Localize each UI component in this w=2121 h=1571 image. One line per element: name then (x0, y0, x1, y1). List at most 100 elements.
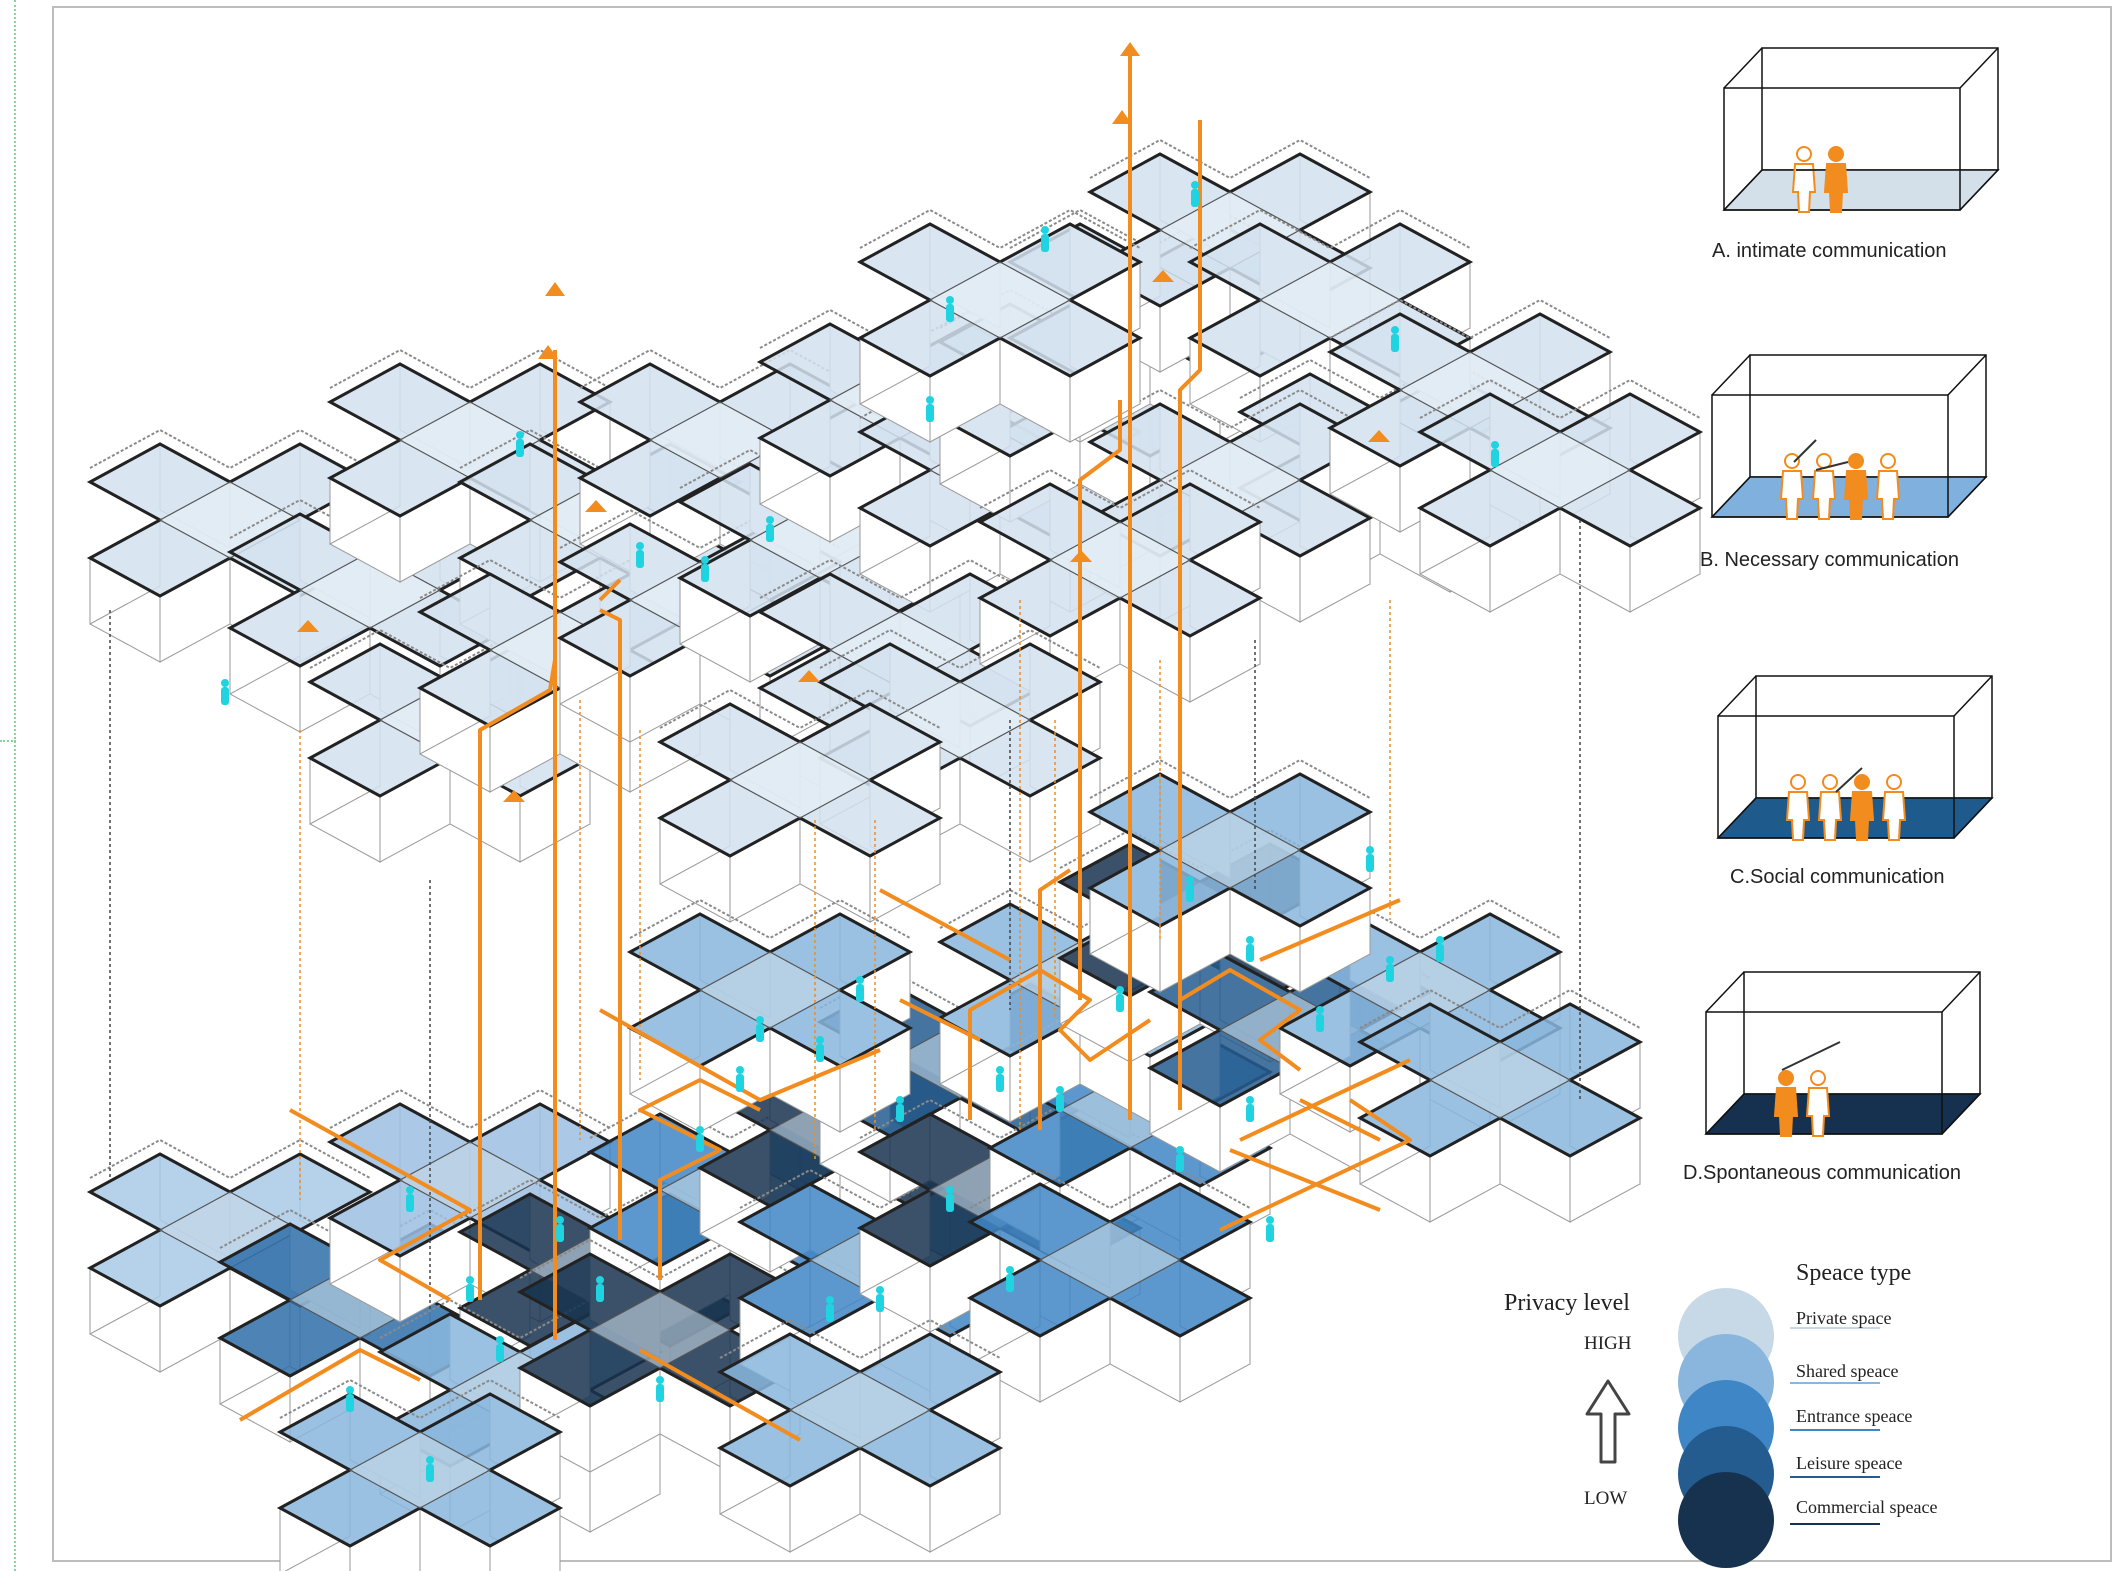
person-figure (1246, 1096, 1254, 1122)
circulation-path (1229, 1148, 1381, 1212)
lower-module (716, 1318, 1004, 1553)
person-figure (946, 1186, 954, 1212)
communication-cube (1716, 675, 1994, 841)
label-spontaneous-communication: D.Spontaneous communication (1683, 1162, 1961, 1184)
legend-entrance-space: Entrance speace (1796, 1406, 1913, 1426)
circulation-path (599, 608, 622, 1240)
person-figure (1246, 936, 1254, 962)
legend-private-space: Private space (1796, 1308, 1892, 1328)
person-figure (406, 1186, 414, 1212)
lower-module (1086, 758, 1374, 993)
person-figure (1266, 1216, 1274, 1242)
person-icon (1779, 453, 1805, 520)
lower-module (1356, 988, 1644, 1223)
stair-marker (798, 670, 820, 682)
upper-module (856, 208, 1144, 443)
lower-module (276, 1378, 564, 1571)
communication-type-cubes (1704, 47, 2000, 1137)
people-figures (221, 181, 1499, 1482)
person-figure (856, 976, 864, 1002)
person-figure (1386, 956, 1394, 982)
person-figure (516, 431, 524, 457)
person-figure (1316, 1006, 1324, 1032)
vertical-connector-lines (109, 520, 1581, 1310)
person-figure (426, 1456, 434, 1482)
left-guide-dots (14, 0, 17, 1571)
person-figure (1366, 846, 1374, 872)
person-figure (896, 1096, 904, 1122)
person-figure (656, 1376, 664, 1402)
stair-marker (1368, 430, 1390, 442)
gesture-arrow (1793, 439, 1817, 463)
circulation-path (1219, 1098, 1412, 1232)
person-figure (1041, 226, 1049, 252)
person-figure (1006, 1266, 1014, 1292)
person-figure (996, 1066, 1004, 1092)
privacy-low-label: LOW (1584, 1488, 1628, 1509)
gesture-arrow (1815, 461, 1849, 471)
person-icon (1811, 453, 1837, 520)
path-arrowhead (538, 345, 558, 359)
label-social-communication: C.Social communication (1730, 866, 1945, 888)
person-figure (1186, 876, 1194, 902)
person-figure (756, 1016, 764, 1042)
person-icon (1881, 774, 1907, 841)
path-arrowhead (545, 282, 565, 296)
person-figure (496, 1336, 504, 1362)
communication-cube (1722, 47, 2000, 213)
person-figure (816, 1036, 824, 1062)
circulation-path (1299, 1098, 1381, 1142)
legend-shared-space: Shared speace (1796, 1361, 1899, 1381)
circulation-path (1259, 898, 1401, 962)
person-figure (636, 542, 644, 568)
upper-level-modules (86, 138, 1704, 923)
person-figure (221, 679, 229, 705)
label-intimate-communication: A. intimate communication (1712, 240, 1947, 262)
label-necessary-communication: B. Necessary communication (1700, 549, 1959, 571)
person-figure (826, 1296, 834, 1322)
person-icon (1785, 774, 1811, 841)
circulation-path (238, 1348, 421, 1422)
person-figure (926, 396, 934, 422)
person-figure (1436, 936, 1444, 962)
stair-marker (297, 620, 319, 632)
person-icon (1849, 774, 1875, 841)
person-figure (1491, 441, 1499, 467)
person-icon (1773, 1070, 1799, 1137)
path-arrowhead (1120, 42, 1140, 56)
circulation-path (478, 659, 557, 1300)
stair-marker (1152, 270, 1174, 282)
upper-module (1416, 378, 1704, 613)
circulation-paths (238, 42, 1412, 1442)
person-figure (556, 1216, 564, 1242)
circulation-path (598, 578, 622, 602)
circulation-path (1178, 968, 1302, 1072)
circulation-path (1078, 400, 1122, 1000)
circulation-path (899, 998, 981, 1042)
person-figure (1176, 1146, 1184, 1172)
upper-module (976, 468, 1264, 703)
person-figure (1056, 1086, 1064, 1112)
circulation-path (1239, 1058, 1411, 1142)
path-arrowhead (1112, 110, 1132, 124)
legend-leisure-space: Leisure speace (1796, 1453, 1903, 1473)
gesture-arrow (1781, 1041, 1841, 1071)
lower-module (966, 1168, 1254, 1403)
person-figure (1191, 181, 1199, 207)
person-figure (346, 1386, 354, 1412)
person-figure (596, 1276, 604, 1302)
diagram-frame (52, 6, 2112, 1562)
stair-marker (1070, 550, 1092, 562)
person-icon (1875, 453, 1901, 520)
communication-cube (1710, 354, 1988, 520)
circulation-path (599, 1008, 881, 1102)
person-icon (1805, 1070, 1831, 1137)
communication-cube (1704, 971, 1982, 1137)
circulation-path (638, 1078, 761, 1280)
person-figure (701, 556, 709, 582)
person-icon (1843, 453, 1869, 520)
legend-circle (1678, 1472, 1774, 1568)
legend-commercial-space: Commercial speace (1796, 1497, 1938, 1517)
privacy-arrow-icon (1585, 1379, 1631, 1464)
